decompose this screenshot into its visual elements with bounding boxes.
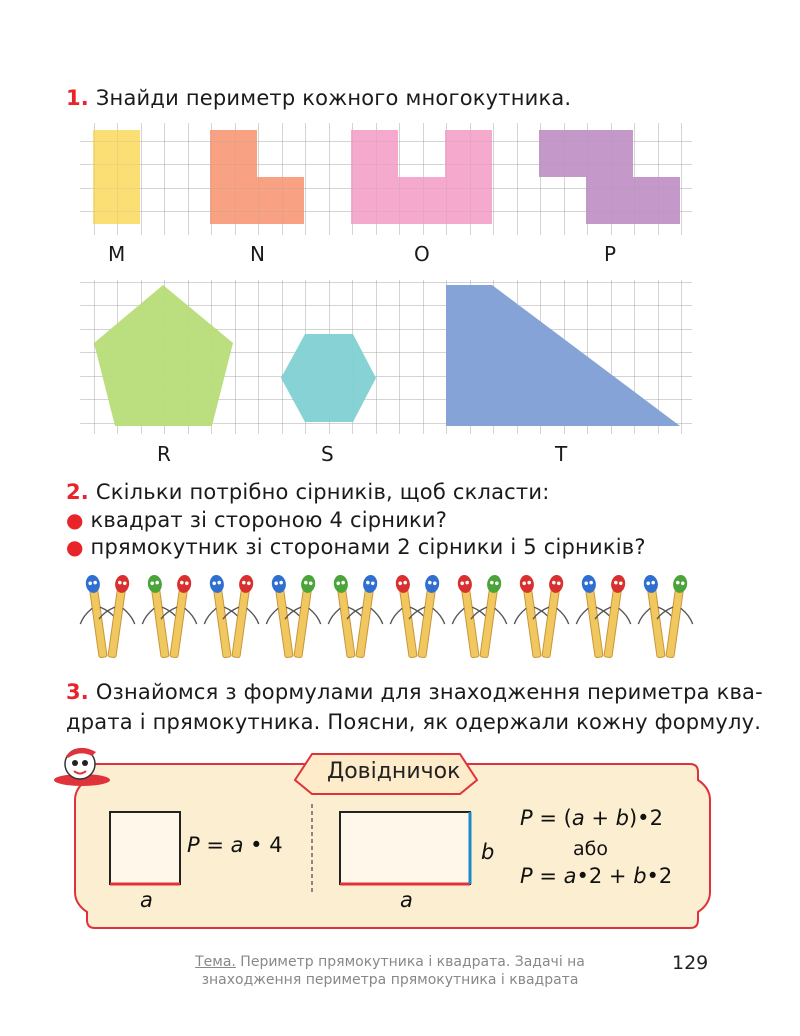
square-side-label: a [140,888,153,912]
task2-bullet-1: ● квадрат зі стороною 4 сірники? [66,508,448,532]
match-icon [79,574,117,659]
shape-T [446,285,680,426]
footer-topic-label: Тема. [195,954,236,970]
rect-formula-1: P = (a + b)•2 [520,806,663,830]
task3-line1: 3. Ознайомся з формулами для знаходження… [66,680,763,704]
rect-side-b-label: b [481,840,495,864]
reference-title-tab [293,753,479,795]
match-icon [470,574,508,659]
reference-box [74,753,711,929]
match-icon [532,574,570,659]
task1-text: Знайди периметр кожного многокутника. [95,86,572,110]
page-number: 129 [672,952,709,974]
match-icon [284,574,322,659]
rect-side-a-label: a [400,888,413,912]
shape-S [281,334,376,422]
match-icon [203,574,241,659]
match-icon [513,574,551,659]
bullet-icon: ● [66,508,84,532]
label-N: N [250,242,265,266]
reference-title: Довідничок [327,759,461,784]
task1-heading: 1. Знайди периметр кожного многокутника. [66,86,571,110]
task2-text: Скільки потрібно сірників, щоб скласти: [95,480,550,504]
label-P: P [604,242,617,266]
rectangle-shape [339,811,471,885]
rect-formula-2: P = a•2 + b•2 [520,864,673,888]
task2-heading: 2. Скільки потрібно сірників, щоб скласт… [66,480,549,504]
shape-R [94,285,233,426]
match-icon [389,574,427,659]
label-S: S [321,442,334,466]
match-icon [160,574,198,659]
match-icon [656,574,694,659]
square-formula: P = a • 4 [187,833,283,857]
match-icon [98,574,136,659]
match-icon [327,574,365,659]
label-M: M [108,242,126,266]
footer-topic: Тема. Периметр прямокутника і квадрата. … [195,954,585,988]
match-icon [594,574,632,659]
match-icon [141,574,179,659]
task2-number: 2. [66,480,89,504]
matches-illustration [79,574,694,659]
label-O: O [414,242,430,266]
label-R: R [157,442,171,466]
bullet-icon: ● [66,535,84,559]
task3-number: 3. [66,680,89,704]
polygons-figure [80,123,692,434]
task2-bullet-2: ● прямокутник зі сторонами 2 сірники і 5… [66,535,646,559]
match-icon [408,574,446,659]
or-text: або [573,838,608,860]
square-shape [109,811,181,885]
task1-number: 1. [66,86,89,110]
task3-line2: драта і прямокутника. Поясни, як одержал… [66,710,762,734]
match-icon [346,574,384,659]
mascot-icon [54,747,110,786]
match-icon [222,574,260,659]
match-icon [575,574,613,659]
label-T: T [555,442,568,466]
